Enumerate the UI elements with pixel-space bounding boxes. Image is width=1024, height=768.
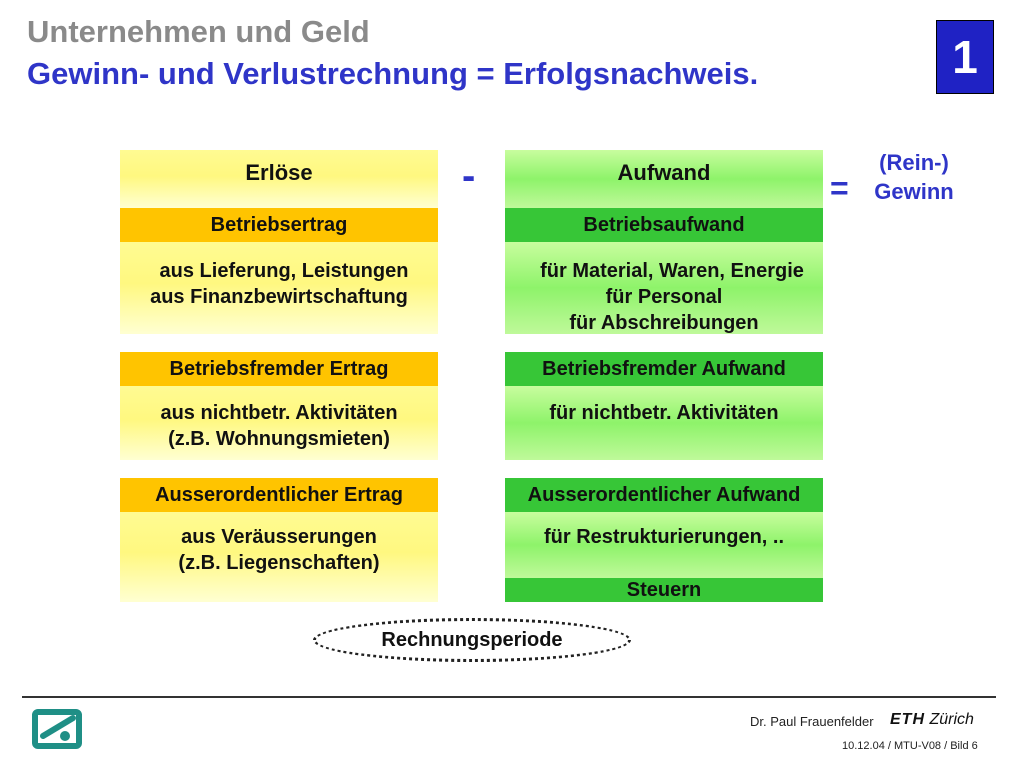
betriebsertrag-body: aus Lieferung, Leistungen aus Finanzbewi…	[120, 242, 438, 334]
ausserordentlicher-aufwand-body: für Restrukturierungen, ..	[505, 512, 823, 578]
erloese-header-box: Erlöse	[120, 150, 438, 208]
eth-logo-icon	[29, 706, 87, 752]
betriebsaufwand-line-2: für Personal	[605, 286, 723, 308]
betriebsfremder-aufwand-line-1: für nichtbetr. Aktivitäten	[549, 402, 779, 424]
eth-zurich-wordmark: ETH Zürich	[890, 711, 974, 729]
betriebsertrag-line-1: aus Lieferung, Leistungen	[159, 260, 409, 282]
betriebsaufwand-body: für Material, Waren, Energie für Persona…	[505, 242, 823, 334]
rein-gewinn-label: (Rein-) Gewinn	[866, 148, 962, 206]
betriebsfremder-ertrag-line-2: (z.B. Wohnungsmieten)	[168, 428, 390, 450]
rein-gewinn-line-1: (Rein-)	[879, 150, 949, 175]
betriebsfremder-ertrag-body: aus nichtbetr. Aktivitäten (z.B. Wohnung…	[120, 386, 438, 460]
betriebsfremder-aufwand-band: Betriebsfremder Aufwand	[505, 352, 823, 386]
rein-gewinn-line-2: Gewinn	[874, 179, 954, 204]
footer-divider	[22, 696, 996, 698]
betriebsfremder-ertrag-band: Betriebsfremder Ertrag	[120, 352, 438, 386]
minus-operator: -	[462, 154, 476, 198]
betriebsertrag-line-2: aus Finanzbewirtschaftung	[150, 286, 408, 308]
aufwand-header-box: Aufwand	[505, 150, 823, 208]
steuern-band: Steuern	[505, 578, 823, 602]
author-name: Dr. Paul Frauenfelder	[750, 714, 874, 729]
betriebsaufwand-band: Betriebsaufwand	[505, 208, 823, 242]
betriebsaufwand-line-1: für Material, Waren, Energie	[540, 260, 804, 282]
betriebsaufwand-line-3: für Abschreibungen	[569, 312, 759, 334]
ausserordentlicher-aufwand-line-1: für Restrukturierungen, ..	[543, 526, 785, 548]
rechnungsperiode-label: Rechnungsperiode	[381, 628, 563, 651]
slide-number-badge: 1	[936, 20, 994, 94]
erloese-header-label: Erlöse	[245, 160, 313, 185]
betriebsertrag-band: Betriebsertrag	[120, 208, 438, 242]
betriebsfremder-ertrag-line-1: aus nichtbetr. Aktivitäten	[160, 402, 398, 424]
equals-operator: =	[830, 170, 849, 206]
rechnungsperiode-ellipse: Rechnungsperiode	[313, 618, 631, 662]
section-title: Unternehmen und Geld	[27, 14, 370, 49]
ausserordentlicher-ertrag-band: Ausserordentlicher Ertrag	[120, 478, 438, 512]
eth-wordmark-bold: ETH	[890, 711, 925, 728]
eth-wordmark-city: Zürich	[929, 711, 974, 728]
slide-reference: 10.12.04 / MTU-V08 / Bild 6	[842, 740, 978, 752]
slide-title: Gewinn- und Verlustrechnung = Erfolgsnac…	[27, 56, 759, 91]
ausserordentlicher-ertrag-body: aus Veräusserungen (z.B. Liegenschaften)	[120, 512, 438, 602]
ausserordentlicher-ertrag-line-1: aus Veräusserungen	[181, 526, 377, 548]
ausserordentlicher-ertrag-line-2: (z.B. Liegenschaften)	[178, 552, 380, 574]
aufwand-header-label: Aufwand	[617, 160, 711, 185]
betriebsfremder-aufwand-body: für nichtbetr. Aktivitäten	[505, 386, 823, 460]
ausserordentlicher-aufwand-band: Ausserordentlicher Aufwand	[505, 478, 823, 512]
